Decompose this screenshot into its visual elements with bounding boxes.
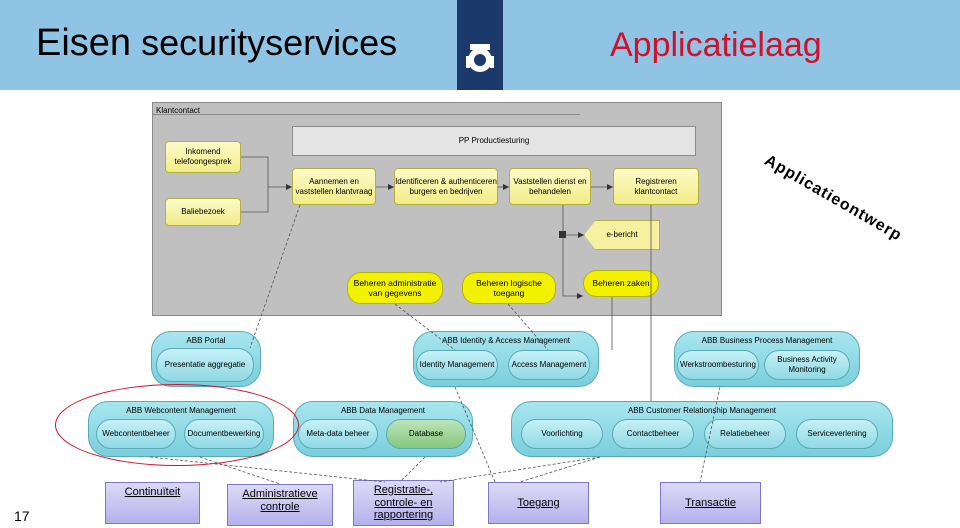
process-aannemen: Aannemen en vaststellen klantvraag	[292, 168, 376, 205]
process-registreren: Registreren klantcontact	[613, 168, 699, 205]
pill-werkstroombesturing: Werkstroombesturing	[677, 350, 759, 380]
service-toegang: Toegang	[488, 482, 589, 524]
input-telefoon: Inkomend telefoongesprek	[165, 141, 241, 173]
pill-voorlichting: Voorlichting	[521, 419, 603, 449]
flow-line-balie	[241, 187, 269, 213]
abb-bpm-title: ABB Business Process Management	[701, 336, 833, 345]
arrowhead	[503, 184, 509, 190]
service-transactie: Transactie	[660, 482, 761, 524]
crest-icon	[466, 44, 494, 72]
dep-line-admin	[199, 456, 281, 485]
abb-iam-title: ABB Identity & Access Management	[441, 336, 571, 345]
page-number: 17	[14, 508, 30, 524]
realize-line-access	[507, 303, 549, 351]
pill-access-management: Access Management	[508, 350, 590, 380]
e-bericht-event: e-bericht	[584, 220, 660, 250]
highlight-ellipse	[55, 384, 299, 466]
pill-serviceverlening: Serviceverlening	[796, 419, 878, 449]
abb-crm-title: ABB Customer Relationship Management	[627, 406, 777, 415]
abb-portal-title: ABB Portal	[186, 336, 226, 345]
beheren-administratie: Beheren administratie van gegevens	[347, 272, 443, 304]
arrowhead	[607, 184, 613, 190]
process-vaststellen: Vaststellen dienst en behandelen	[509, 168, 591, 205]
realize-line-iam	[394, 303, 456, 351]
pill-contactbeheer: Contactbeheer	[612, 419, 694, 449]
realize-line-portal	[249, 204, 301, 349]
service-registratie: Registratie-, controle- en rapportering	[353, 480, 454, 526]
input-baliebezoek: Baliebezoek	[165, 198, 241, 226]
abb-data-title: ABB Data Management	[340, 406, 426, 415]
junction-marker	[559, 231, 566, 238]
klantcontact-header	[152, 102, 580, 115]
page-title: Eisen securityservices	[36, 22, 398, 64]
pill-database: Database	[386, 419, 466, 449]
logo	[457, 0, 503, 90]
dep-line-crm	[439, 456, 601, 483]
arrowhead	[388, 184, 394, 190]
arrowhead	[578, 232, 584, 238]
klantcontact-label: Klantcontact	[156, 106, 201, 115]
pill-meta-data: Meta-data beheer	[298, 419, 378, 449]
dep-line-toegang	[454, 386, 496, 483]
layer-title: Applicatielaag	[610, 26, 822, 64]
dep-line-data	[399, 456, 426, 483]
dep-line-crm-toegang	[519, 456, 601, 483]
service-administratieve-controle: Administratieve controle	[227, 484, 333, 526]
flow-line-zaken	[562, 235, 583, 297]
arrowheads	[286, 184, 613, 299]
dep-line-transactie	[699, 386, 721, 483]
arrowhead	[577, 293, 583, 299]
pill-business-activity: Business Activity Monitoring	[764, 350, 850, 380]
pp-productiesturing: PP Productiesturing	[292, 126, 696, 156]
arrowhead	[286, 184, 292, 190]
flow-line-telefoon	[241, 156, 292, 188]
dep-line-web	[149, 456, 386, 483]
process-identificeren: Identificeren & authenticeren burgers en…	[394, 168, 498, 205]
pill-relatiebeheer: Relatiebeheer	[704, 419, 786, 449]
pill-identity-management: Identity Management	[416, 350, 498, 380]
beheren-toegang: Beheren logische toegang	[462, 272, 556, 304]
beheren-zaken: Beheren zaken	[583, 270, 659, 297]
pill-presentatie: Presentatie aggregatie	[156, 348, 254, 382]
service-continuiteit: Continuïteit	[105, 482, 200, 524]
flow-line-ebericht	[562, 205, 584, 236]
